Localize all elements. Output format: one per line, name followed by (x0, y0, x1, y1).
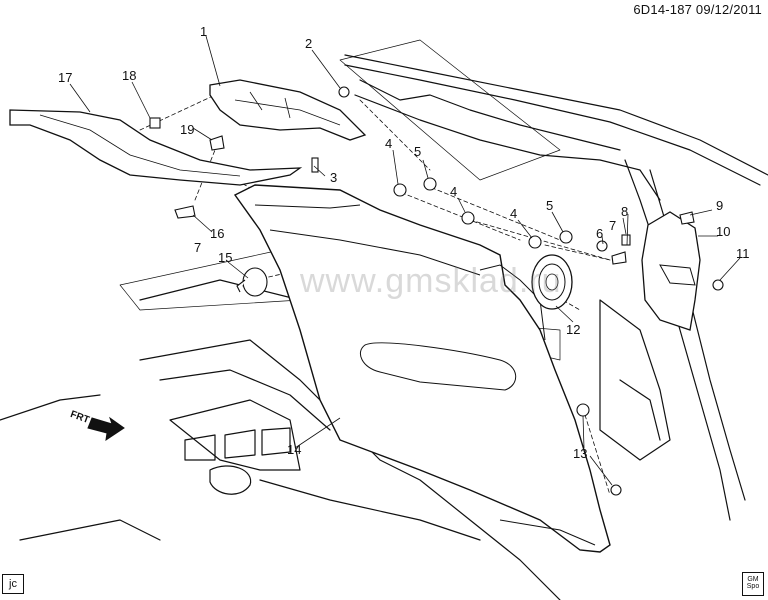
callout-19: 19 (180, 122, 194, 137)
callout-15: 15 (218, 250, 232, 265)
rear-pillar (624, 159, 731, 521)
callout-18: 18 (122, 68, 136, 83)
diagram-date: 09/12/2011 (695, 2, 762, 17)
callout-10: 10 (716, 224, 730, 239)
fasteners (149, 86, 724, 496)
logo-line-2: Spo (746, 583, 760, 590)
callout-12: 12 (566, 322, 580, 337)
front-direction-arrow-icon (87, 416, 125, 442)
callout-4: 4 (385, 136, 392, 151)
callout-11: 11 (736, 246, 750, 261)
roof-rail-inner (344, 64, 761, 186)
callout-4b: 4 (450, 184, 457, 199)
diagram-header: 6D14-187 09/12/2011 (633, 2, 762, 17)
callout-9: 9 (716, 198, 723, 213)
callout-4c: 4 (510, 206, 517, 221)
part-12-speaker (531, 254, 573, 310)
part-17-trim-panel (9, 109, 303, 186)
callout-7: 7 (609, 218, 616, 233)
callout-2: 2 (305, 36, 312, 51)
callout-5b: 5 (546, 198, 553, 213)
diagram-code: 6D14-187 (633, 2, 693, 17)
callout-16: 16 (210, 226, 224, 241)
gm-spo-logo: GM Spo (742, 572, 764, 596)
callout-3: 3 (330, 170, 337, 185)
callout-1: 1 (200, 24, 207, 39)
body-upper-panel (354, 94, 661, 201)
callout-5: 5 (414, 144, 421, 159)
roof-rail (344, 54, 768, 176)
callout-13: 13 (573, 446, 587, 461)
window-frame (359, 79, 621, 151)
callout-6: 6 (596, 226, 603, 241)
callout-14: 14 (287, 442, 301, 457)
callout-7b: 7 (194, 240, 201, 255)
callout-17: 17 (58, 70, 72, 85)
callout-8: 8 (621, 204, 628, 219)
part-1-upper-bracket (209, 79, 367, 141)
author-initials-box: jc (2, 574, 24, 594)
part-14-quarter-trim-panel (233, 184, 611, 553)
logo-line-1: GM (747, 576, 759, 583)
